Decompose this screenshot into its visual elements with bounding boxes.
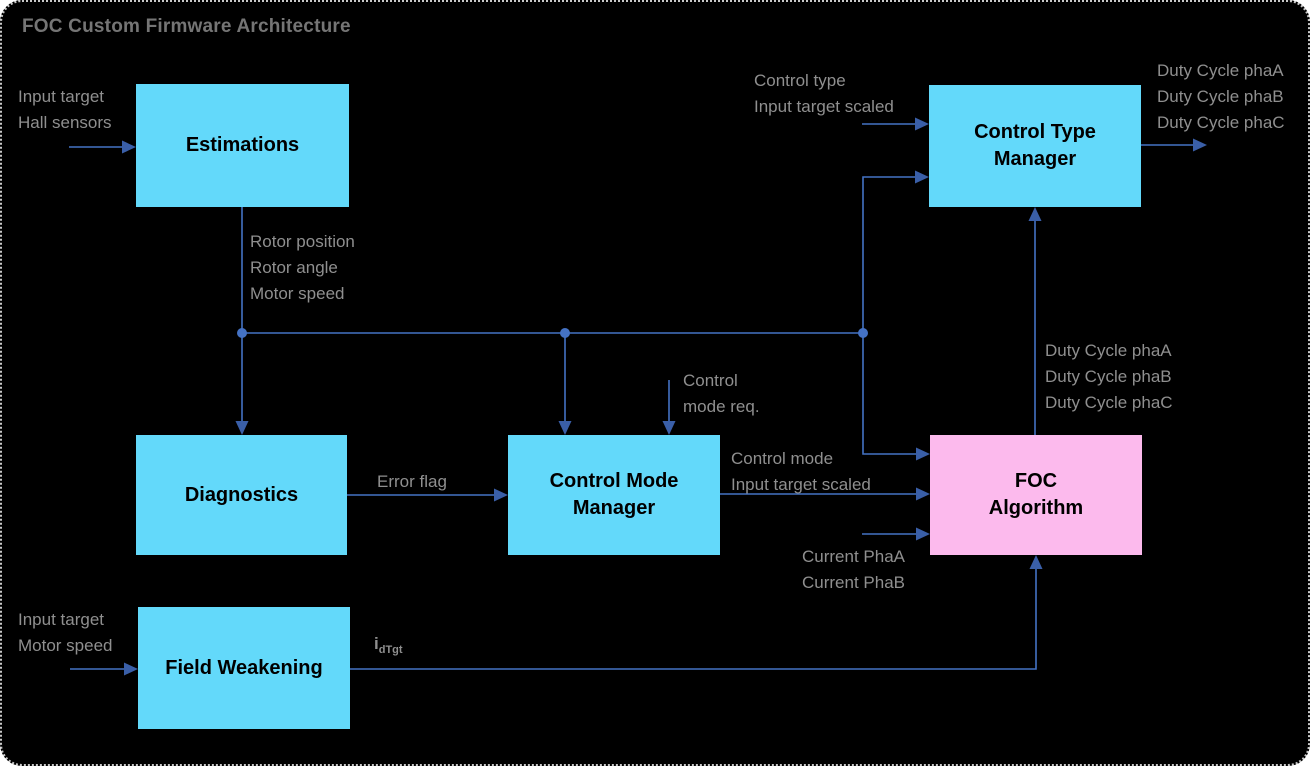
junction-dot (560, 328, 570, 338)
label-field-weakening-inputs: Input target Motor speed (18, 610, 113, 655)
block-control-mode-manager: Control Mode Manager (508, 435, 720, 555)
junction-dot (237, 328, 247, 338)
block-field-weakening: Field Weakening (138, 607, 350, 729)
block-estimations: Estimations (136, 84, 349, 207)
page-title: FOC Custom Firmware Architecture (22, 16, 351, 37)
label-estimations-outputs: Rotor position Rotor angle Motor speed (250, 232, 355, 303)
arrowhead-icon (915, 170, 929, 184)
arrowhead-icon (124, 662, 138, 676)
block-control-type-manager: Control Type Manager (929, 85, 1141, 207)
arrowhead-icon (558, 421, 572, 435)
arrowhead-icon (916, 527, 930, 541)
label-control-mode-outputs: Control mode Input target scaled (731, 449, 871, 494)
label-control-mode-req: Control mode req. (683, 371, 760, 416)
arrowhead-icon (662, 421, 676, 435)
label-control-type-inputs: Control type Input target scaled (754, 71, 894, 116)
junction-dot (858, 328, 868, 338)
label-duty-cycle-outputs: Duty Cycle phaA Duty Cycle phaB Duty Cyc… (1157, 61, 1285, 132)
arrowhead-icon (916, 487, 930, 501)
arrowhead-icon (1193, 138, 1207, 152)
arrowhead-icon (1028, 207, 1042, 221)
label-duty-cycle-foc: Duty Cycle phaA Duty Cycle phaB Duty Cyc… (1045, 341, 1173, 412)
label-current-inputs: Current PhaA Current PhaB (802, 547, 905, 592)
arrowhead-icon (915, 117, 929, 131)
label-error-flag: Error flag (377, 472, 447, 491)
arrowhead-icon (494, 488, 508, 502)
arrowhead-icon (916, 447, 930, 461)
arrowhead-icon (235, 421, 249, 435)
connector-field-weakening-to-foc (350, 568, 1037, 670)
label-estimations-inputs: Input target Hall sensors (18, 87, 112, 132)
block-diagnostics: Diagnostics (136, 435, 347, 555)
label-idtgt: idTgt (374, 631, 403, 663)
label-idtgt-base: i (374, 634, 379, 653)
label-idtgt-subscript: dTgt (378, 644, 403, 656)
arrowhead-icon (122, 140, 136, 154)
block-foc-algorithm: FOC Algorithm (930, 435, 1142, 555)
arrowhead-icon (1029, 555, 1043, 569)
connector-bus-to-ctm-and-foc (862, 176, 916, 455)
